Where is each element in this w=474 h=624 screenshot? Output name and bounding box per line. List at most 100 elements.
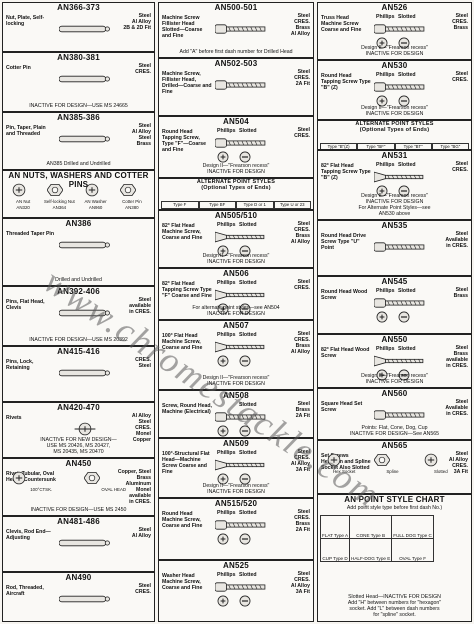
part-description: Washer Head Machine Screw, Coarse and Fi… [162, 573, 203, 591]
point-style-entry: CUP Type D [319, 538, 351, 562]
material-list: Steel Brass [453, 287, 468, 299]
point-style-entry: FULL DOG Type C [391, 515, 434, 539]
head-type-label: Slotted [239, 402, 257, 408]
slotted-head-icon [239, 595, 251, 607]
part-number: AN392-406 [57, 287, 100, 296]
part-number: AN550 [381, 335, 408, 344]
slotted-head-icon [239, 355, 251, 367]
part-description: Round Head Wood Screw [321, 289, 368, 301]
point-style-entry: CONE Type B [349, 515, 393, 539]
head-type-label: Slotted [398, 346, 416, 352]
part-description: Machine Screw, Fillister Head, Drilled—C… [162, 71, 212, 95]
design-note: Design II—"Frearson recess" INACTIVE FOR… [361, 45, 428, 57]
slotted-head-icon [239, 151, 251, 163]
material-list: Steel Al Alloy Steel Brass [131, 123, 151, 147]
material-list: Steel CRES. [135, 583, 151, 595]
part-drawing [59, 75, 110, 83]
part-drawing [374, 24, 425, 34]
material-list: Steel Al Alloy CRES. 3A Fit [448, 451, 468, 475]
material-list: Steel Available in CRES. [445, 399, 468, 417]
material-list: Steel Brass available in CRES. [446, 345, 468, 369]
material-list: Steel available in CRES. [129, 297, 151, 315]
point-style-cell: Type BF [198, 201, 236, 209]
head-type-label: Phillips [217, 280, 236, 286]
head-type-label: Phillips [217, 572, 236, 578]
phillips-head-icon [376, 37, 388, 49]
part-drawing [215, 341, 265, 353]
part-drawing [215, 459, 265, 471]
design-note: Slotted Head—INACTIVE FOR DESIGN Add "H"… [347, 594, 442, 618]
drawing-label: Slotted [433, 469, 448, 474]
part-description: Square Head Set Screw [321, 401, 363, 413]
point-style-cell: Type F [161, 201, 199, 209]
part-number: AN415-416 [57, 347, 100, 356]
part-description: Round Head Tapping Screw, Type "F"—Coars… [162, 129, 207, 153]
part-number: AN505/510 [214, 211, 258, 220]
head-type-label: Slotted [239, 510, 257, 516]
head-type-label: Slotted [239, 128, 257, 134]
chart-subtitle: Add point style type before first dash N… [346, 505, 443, 511]
part-drawing [215, 24, 266, 34]
part-drawing [424, 453, 437, 467]
part-number: AN NUTS, WASHERS AND COTTER PINS [8, 171, 149, 189]
part-description: Truss Head Machine Screw Coarse and Fine [321, 15, 362, 33]
part-description: 82° Flat Head Tapping Screw Type "F" Coa… [162, 281, 212, 299]
material-list: Steel CRES. Al Alloy 3A Fit [290, 449, 310, 473]
head-type-label: Phillips [376, 162, 395, 168]
slotted-head-icon [398, 311, 410, 323]
part-number: AN525 [223, 561, 249, 570]
part-drawing [47, 183, 64, 197]
drawing-label: Spline [386, 469, 399, 474]
phillips-head-icon [376, 95, 388, 107]
part-number: AN420-470 [57, 403, 100, 412]
point-style-cell: Type D or 1 [236, 201, 274, 209]
part-drawing [215, 231, 265, 243]
slotted-head-icon [239, 473, 251, 485]
material-list: Steel CRES. Brass 2A Fit [294, 509, 310, 533]
part-number: AN515/520 [214, 499, 258, 508]
design-note: INACTIVE FOR NEW DESIGN— USE MS 20426, M… [40, 437, 117, 455]
slotted-head-icon [239, 245, 251, 257]
part-drawing [59, 241, 110, 249]
part-drawing [215, 138, 266, 148]
part-drawing [374, 410, 425, 420]
part-drawing [374, 242, 425, 252]
part-number: AN POINT STYLE CHART [344, 495, 445, 504]
part-drawing [374, 82, 425, 92]
part-description: Rod, Threaded, Aircraft [6, 585, 44, 597]
part-drawing [215, 582, 266, 592]
material-list: Steel CRES. [135, 63, 151, 75]
material-list: Copper, Steel Brass Aluminum Monel avail… [117, 469, 151, 505]
part-number: AN366-373 [57, 3, 100, 12]
point-style-cell: Type "BG" [431, 143, 469, 149]
material-list: Steel CRES. [294, 127, 310, 139]
point-style-entry: OVAL Type F [391, 538, 434, 562]
part-description: Clevis, Rod End—Adjusting [6, 529, 51, 541]
drawing-label: Self-locking Nut AN364 [44, 199, 75, 210]
part-drawing [74, 422, 96, 436]
part-number: AN545 [381, 277, 408, 286]
phillips-head-icon [217, 533, 229, 545]
part-number: AN526 [381, 3, 408, 12]
drawing-label: AN Washer AN960 [84, 199, 107, 210]
phillips-head-icon [217, 151, 229, 163]
phillips-head-icon [376, 369, 388, 381]
part-description: Nut, Plate, Self-locking [6, 15, 45, 27]
part-drawing [12, 183, 26, 197]
material-list: Steel Brass 2A Fit [295, 401, 310, 419]
material-list: Steel Available in CRES. [445, 231, 468, 249]
point-style-row: Type "B"(Z)Type "BF"Type "BT"Type "BG" [320, 143, 469, 149]
